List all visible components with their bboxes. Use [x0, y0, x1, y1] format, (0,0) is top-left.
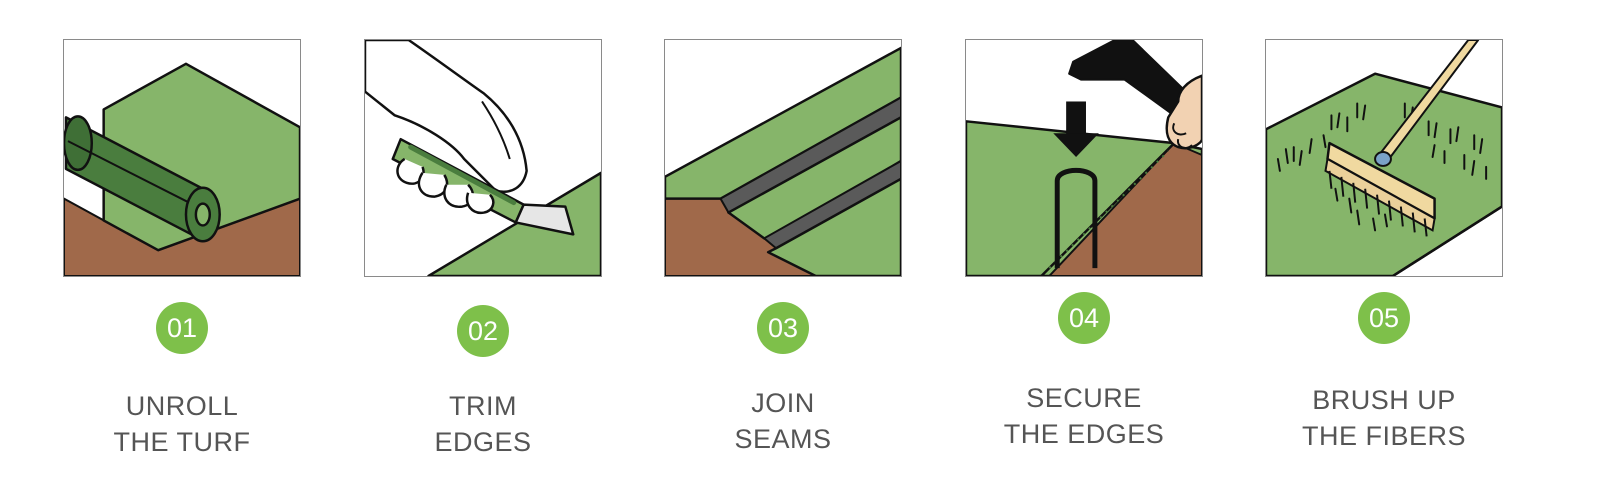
step-1-caption: UNROLL THE TURF — [32, 388, 332, 460]
step-1: 01 UNROLL THE TURF — [32, 0, 332, 500]
seam-join-icon — [665, 46, 901, 276]
step-2-caption-line-1: TRIM — [449, 391, 517, 421]
step-5-caption-line-1: BRUSH UP — [1312, 385, 1456, 415]
step-3-caption-line-2: SEAMS — [734, 424, 832, 454]
step-3-illustration — [664, 39, 902, 277]
step-4-number-badge: 04 — [1058, 292, 1110, 344]
hammer-staple-icon — [966, 40, 1202, 276]
broom-icon — [1266, 40, 1502, 276]
step-1-caption-line-1: UNROLL — [125, 391, 239, 421]
step-1-number-badge: 01 — [156, 302, 208, 354]
step-2: 02 TRIM EDGES — [333, 0, 633, 500]
step-5-caption-line-2: THE FIBERS — [1301, 421, 1467, 451]
step-5-illustration — [1265, 39, 1503, 277]
step-5-caption: BRUSH UP THE FIBERS — [1234, 382, 1534, 454]
step-3: 03 JOIN SEAMS — [633, 0, 933, 500]
step-2-caption: TRIM EDGES — [333, 388, 633, 460]
step-1-caption-line-2: THE TURF — [113, 427, 251, 457]
step-2-number-badge: 02 — [457, 305, 509, 357]
step-3-number-badge: 03 — [757, 302, 809, 354]
step-4: 04 SECURE THE EDGES — [934, 0, 1234, 500]
step-4-illustration — [965, 39, 1203, 277]
step-5: 05 BRUSH UP THE FIBERS — [1234, 0, 1534, 500]
step-4-caption-line-1: SECURE — [1026, 383, 1142, 413]
step-3-caption-line-1: JOIN — [751, 388, 815, 418]
step-1-illustration — [63, 39, 301, 277]
step-4-caption-line-2: THE EDGES — [1003, 419, 1165, 449]
utility-knife-icon — [365, 40, 601, 276]
turf-roll-icon — [64, 62, 300, 276]
step-5-number-badge: 05 — [1358, 292, 1410, 344]
step-2-caption-line-2: EDGES — [434, 427, 532, 457]
step-3-caption: JOIN SEAMS — [633, 385, 933, 457]
step-2-illustration — [364, 39, 602, 277]
step-4-caption: SECURE THE EDGES — [934, 380, 1234, 452]
